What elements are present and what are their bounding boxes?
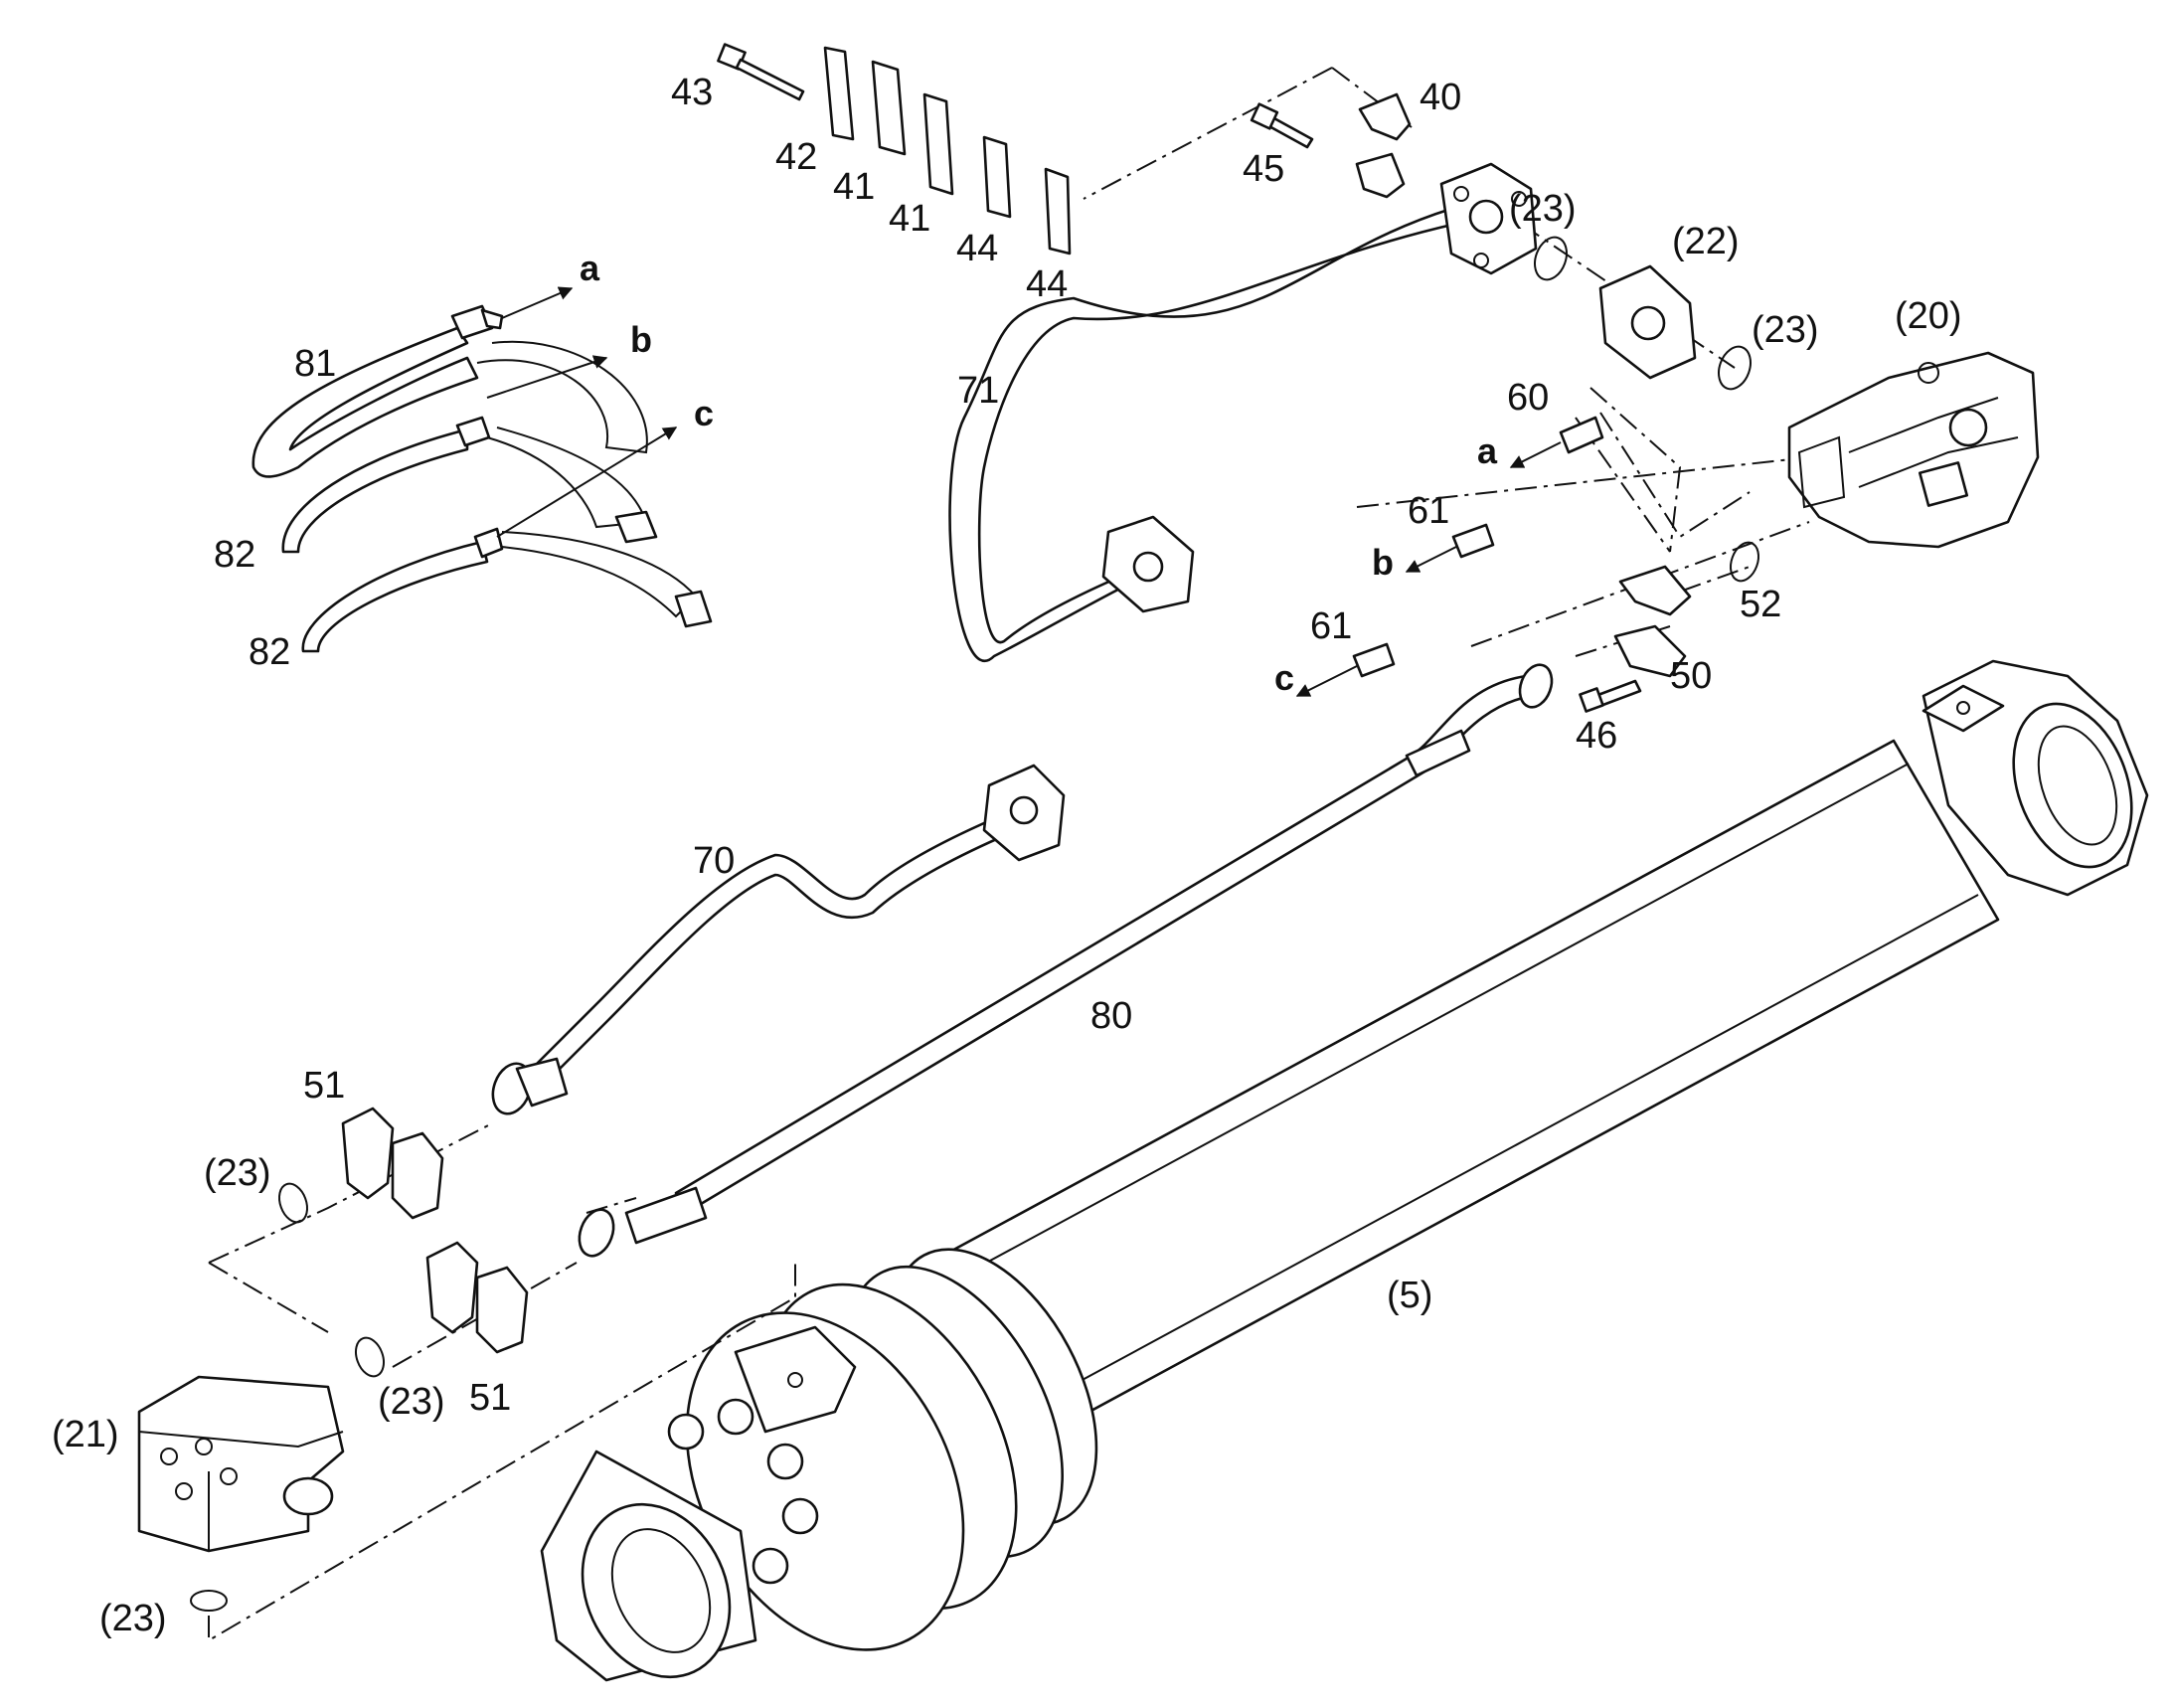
top-clamp-hardware — [717, 43, 1412, 256]
clamp-40 — [1358, 92, 1412, 141]
label-82a: 82 — [214, 534, 255, 576]
valve-20 — [1787, 351, 2040, 549]
hose-80 — [578, 663, 1554, 1258]
clamp-41b — [922, 92, 954, 196]
label-50: 50 — [1670, 655, 1712, 697]
label-61b: 61 — [1310, 605, 1352, 647]
label-23-left: (23) — [204, 1152, 271, 1194]
plate-44b — [1044, 167, 1072, 256]
arrow-c-top: c — [694, 393, 714, 433]
pipe-70 — [491, 764, 1066, 1115]
label-51-top: 51 — [303, 1065, 345, 1107]
arrow-a-right: a — [1477, 430, 1498, 471]
label-43: 43 — [671, 72, 713, 113]
label-41a: 41 — [833, 166, 875, 208]
label-44b: 44 — [1026, 263, 1068, 305]
label-44a: 44 — [956, 228, 998, 269]
fitting-61b — [1352, 642, 1396, 678]
label-40: 40 — [1420, 77, 1461, 118]
valve-components — [1352, 236, 2040, 713]
label-71: 71 — [957, 370, 999, 412]
fitting-61a — [1451, 523, 1495, 559]
label-80: 80 — [1090, 995, 1132, 1037]
label-52: 52 — [1740, 584, 1781, 625]
hydraulic-cylinder — [540, 659, 2149, 1682]
plate-44a — [982, 135, 1012, 219]
label-70: 70 — [693, 840, 735, 882]
arrow-b-top: b — [630, 319, 652, 360]
label-60: 60 — [1507, 377, 1549, 419]
clamp-41a — [871, 60, 907, 156]
arrow-a-top: a — [580, 248, 600, 288]
label-23-mid: (23) — [1752, 309, 1819, 351]
label-42: 42 — [775, 136, 817, 178]
arrow-c-right: c — [1274, 657, 1294, 698]
label-22: (22) — [1672, 221, 1740, 262]
label-46: 46 — [1576, 715, 1617, 757]
label-61a: 61 — [1408, 490, 1449, 532]
label-23-center: (23) — [378, 1381, 445, 1423]
label-21: (21) — [52, 1414, 119, 1455]
label-5: (5) — [1387, 1275, 1432, 1316]
label-45: 45 — [1243, 148, 1284, 190]
lower-left-components — [137, 1107, 529, 1612]
label-81: 81 — [294, 343, 336, 385]
label-51-bottom: 51 — [469, 1377, 511, 1419]
hose-assembly-81-82 — [251, 304, 713, 653]
label-82b: 82 — [249, 631, 290, 673]
fitting-60 — [1559, 416, 1604, 454]
plate-42 — [823, 46, 855, 141]
label-23-bottom: (23) — [99, 1598, 167, 1639]
arrow-b-right: b — [1372, 542, 1394, 583]
label-41b: 41 — [889, 198, 930, 240]
label-20: (20) — [1895, 295, 1962, 337]
pipe-71 — [948, 162, 1538, 662]
bolt-43 — [717, 43, 805, 101]
label-23-top: (23) — [1509, 188, 1577, 230]
clamp-50 — [1618, 565, 1692, 616]
direction-arrows — [486, 286, 1562, 697]
